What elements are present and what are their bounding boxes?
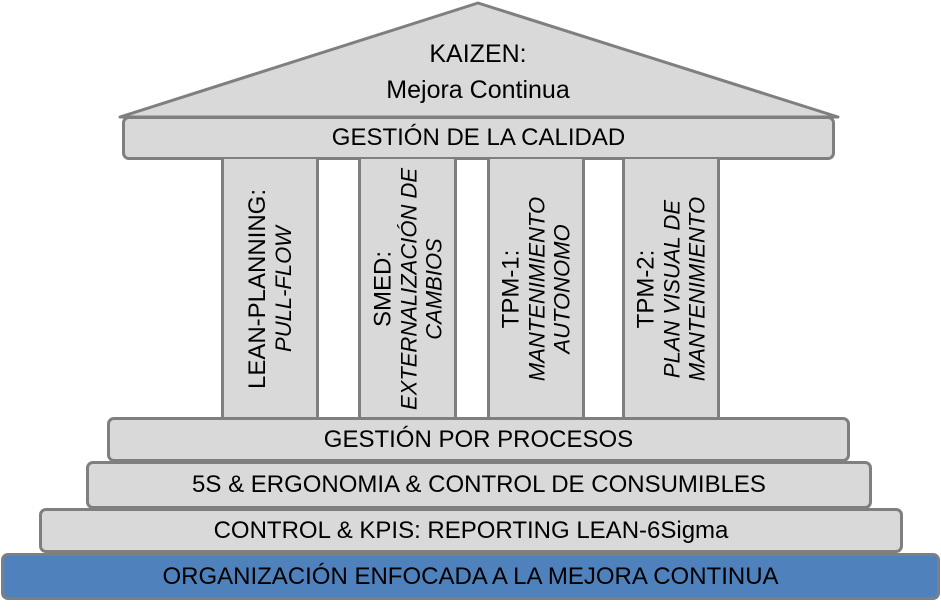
pillar-subtitle: PLAN VISUAL DE MANTENIMIENTO [659,196,710,381]
foundation-organizacion: ORGANIZACIÓN ENFOCADA A LA MEJORA CONTIN… [1,553,940,600]
pillar-title: LEAN-PLANNING: [244,188,271,389]
step-gestion-procesos: GESTIÓN POR PROCESOS [107,417,850,462]
step-control-kpis: CONTROL & KPIS: REPORTING LEAN-6Sigma [39,508,903,553]
pillar-title: TPM-2: [632,249,660,328]
pillar-lean-planning: LEAN-PLANNING:PULL-FLOW [221,159,319,418]
beam-gestion-calidad: GESTIÓN DE LA CALIDAD [122,116,835,160]
pillar-smed: SMED:EXTERNALIZACIÓN DE CAMBIOS [358,159,457,418]
roof-subtitle: Mejora Continua [386,76,570,104]
pillar-subtitle: EXTERNALIZACIÓN DE CAMBIOS [396,167,446,410]
pillar-title: SMED: [369,250,396,327]
pillar-tpm-1: TPM-1:MANTENIMIENTO AUTONOMO [487,159,585,418]
pillar-subtitle: PULL-FLOW [271,225,296,352]
roof-title: KAIZEN: [429,40,527,68]
pillar-subtitle: MANTENIMIENTO AUTONOMO [524,196,575,381]
step-5s-ergonomia: 5S & ERGONOMIA & CONTROL DE CONSUMIBLES [86,461,872,509]
pillar-title: TPM-1: [497,249,525,328]
pillar-tpm-2: TPM-2:PLAN VISUAL DE MANTENIMIENTO [622,159,720,418]
